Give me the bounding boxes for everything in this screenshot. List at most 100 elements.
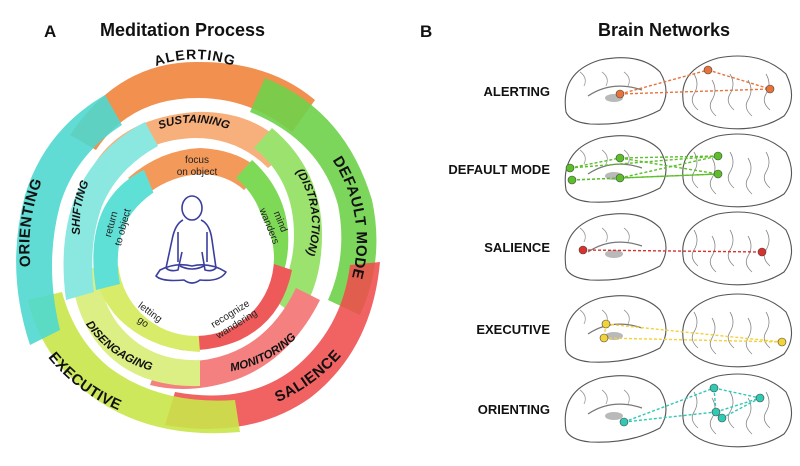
brain-gyrus	[601, 71, 608, 87]
brain-gyrus	[763, 73, 771, 111]
label-focus-line1: focus	[185, 155, 209, 166]
brain-networks-panel	[564, 55, 793, 448]
brain-gyrus	[623, 71, 630, 87]
network-connection	[721, 397, 761, 419]
brain-gyrus	[601, 149, 608, 165]
brain-lateral-view	[682, 211, 793, 286]
network-node	[565, 163, 575, 173]
center-disc	[118, 180, 274, 336]
network-node	[615, 153, 625, 163]
middle-segment-distraction	[254, 128, 322, 318]
panel-b-title: Brain Networks	[598, 20, 731, 40]
brain-gyrus	[727, 73, 735, 111]
brain-gyrus	[745, 397, 753, 435]
brain-gyrus	[763, 229, 771, 267]
inner-segment-return	[93, 170, 154, 290]
network-connection	[605, 323, 783, 343]
outer-segment-alerting	[70, 61, 315, 150]
brain-row	[564, 373, 793, 448]
network-connection	[619, 155, 719, 179]
brain-gyrus	[709, 317, 717, 355]
network-node	[599, 333, 609, 343]
brain-gyrus	[727, 151, 735, 189]
brain-lateral-view	[682, 55, 793, 130]
brain-medial-view	[564, 57, 667, 125]
brain-gyrus	[763, 151, 771, 189]
brain-sulcus	[587, 163, 643, 175]
outer-segment-default-mode	[250, 78, 377, 315]
brain-gyrus	[579, 227, 586, 243]
svg-text:SUSTAINING: SUSTAINING	[157, 114, 232, 132]
brain-gyrus	[763, 391, 771, 429]
brain-lateral-view	[682, 293, 793, 368]
network-node	[619, 417, 629, 427]
brain-gyrus	[579, 149, 586, 165]
network-connection	[619, 69, 709, 95]
network-node	[601, 319, 611, 329]
brain-gyrus	[623, 389, 630, 405]
brain-gyrus	[745, 157, 753, 195]
network-node	[709, 383, 719, 393]
brain-gyrus	[745, 235, 753, 273]
panel-a-letter: A	[44, 22, 57, 41]
brain-gyrus	[579, 309, 586, 325]
network-label: DEFAULT MODE	[448, 162, 550, 177]
brain-medial-view	[564, 135, 667, 203]
network-node	[713, 151, 723, 161]
network-connection	[619, 173, 719, 179]
brain-gyrus	[709, 79, 717, 117]
brainstem-mark	[605, 250, 623, 258]
network-connection	[571, 177, 621, 181]
brain-gyrus	[623, 227, 630, 243]
brain-gyrus	[727, 229, 735, 267]
network-node	[567, 175, 577, 185]
brain-gyrus	[727, 391, 735, 429]
network-node	[711, 407, 721, 417]
brain-gyrus	[691, 73, 699, 111]
network-node	[615, 173, 625, 183]
brain-gyrus	[691, 391, 699, 429]
brain-row	[564, 211, 793, 286]
network-connection	[619, 88, 771, 95]
network-node	[777, 337, 787, 347]
inner-segment-focus	[128, 148, 262, 192]
brain-lateral-view	[682, 133, 793, 208]
svg-text:ALERTING: ALERTING	[152, 46, 238, 69]
brain-gyrus	[623, 149, 630, 165]
network-connection	[571, 173, 719, 181]
brain-row	[564, 293, 793, 368]
network-label: ORIENTING	[477, 402, 550, 417]
brain-gyrus	[623, 309, 630, 325]
brain-medial-view	[564, 375, 667, 443]
brain-row	[564, 133, 793, 208]
brain-gyrus	[691, 311, 699, 349]
outer-segment-orienting	[16, 95, 122, 345]
network-node	[755, 393, 765, 403]
brain-gyrus	[579, 389, 586, 405]
network-label: ALERTING	[483, 84, 550, 99]
brain-gyrus	[579, 71, 586, 87]
brain-gyrus	[745, 79, 753, 117]
network-connection	[623, 411, 717, 423]
network-connection	[707, 69, 771, 90]
network-node	[703, 65, 713, 75]
network-node	[757, 247, 767, 257]
network-node	[713, 169, 723, 179]
network-connection	[569, 157, 621, 169]
brain-medial-view	[564, 295, 667, 363]
brain-row	[564, 55, 793, 130]
brain-gyrus	[601, 227, 608, 243]
outer-ring	[16, 61, 380, 434]
brain-medial-view	[564, 213, 667, 281]
network-label: EXECUTIVE	[476, 322, 550, 337]
label-sustaining: SUSTAINING	[157, 114, 232, 132]
network-connection	[713, 387, 761, 399]
brain-gyrus	[709, 157, 717, 195]
network-node	[615, 89, 625, 99]
panel-a-title: Meditation Process	[100, 20, 266, 40]
label-alerting: ALERTING	[152, 46, 237, 69]
network-connection	[619, 157, 719, 175]
network-connection	[619, 155, 719, 159]
meditating-person-icon	[155, 195, 227, 284]
